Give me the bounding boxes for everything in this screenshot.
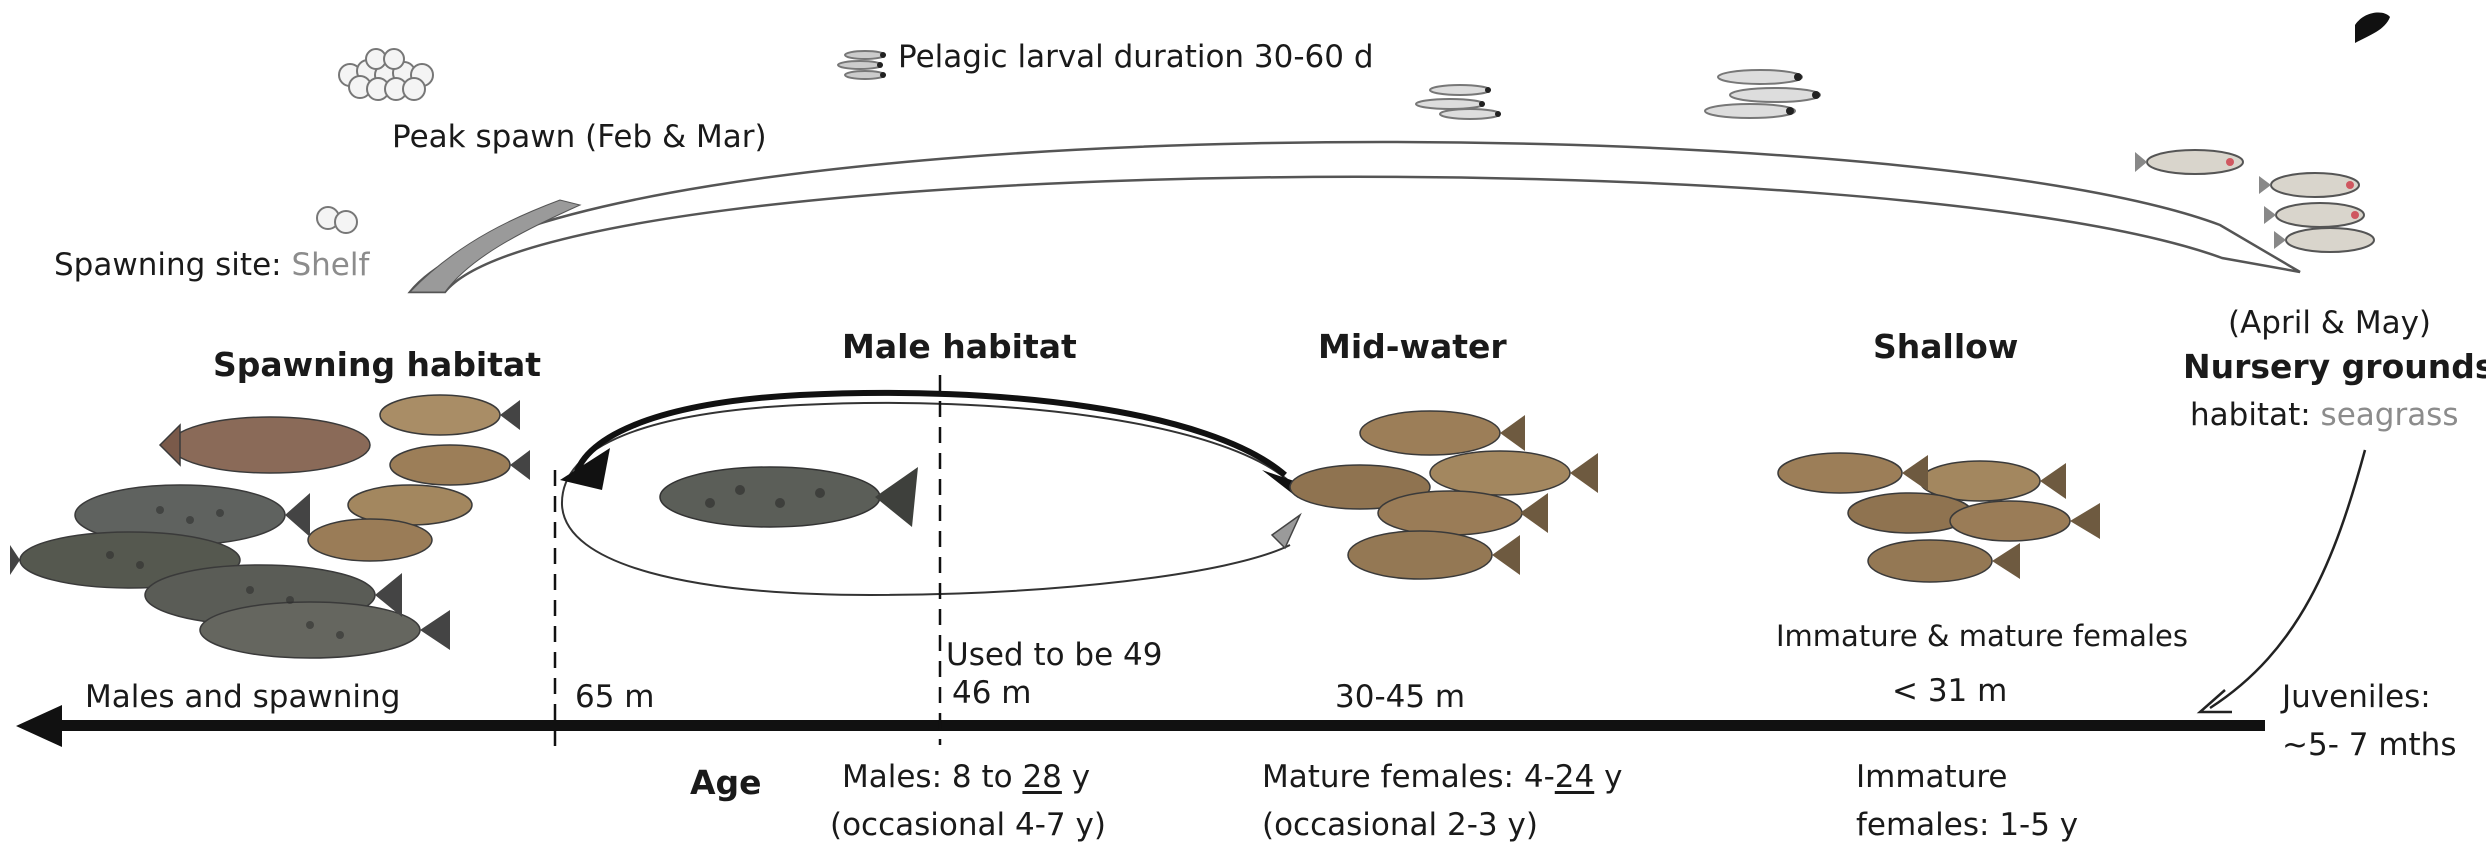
females-occasional-label: (occasional 2-3 y) xyxy=(1262,810,1538,841)
nursery-months-label: (April & May) xyxy=(2228,308,2431,339)
females-age-prefix: Mature females: 4- xyxy=(1262,759,1555,795)
used-to-be-label: Used to be 49 xyxy=(946,640,1162,671)
males-age-unit: y xyxy=(1062,759,1090,795)
shallow-title: Shallow xyxy=(1873,330,2018,363)
males-age-max: 28 xyxy=(1022,759,1061,795)
mature-females-age-label: Mature females: 4-24 y xyxy=(1262,762,1622,793)
nursery-habitat-value: seagrass xyxy=(2321,397,2459,433)
females-age-max: 24 xyxy=(1555,759,1594,795)
juvenile-recruitment-arrow xyxy=(2200,450,2365,712)
larvae-icon xyxy=(815,45,895,85)
age-label: Age xyxy=(690,766,762,799)
immature-age-label: females: 1-5 y xyxy=(1856,810,2078,841)
larva-silhouette-icon xyxy=(2345,5,2395,45)
females-age-unit: y xyxy=(1594,759,1622,795)
females-note-label: Immature & mature females xyxy=(1776,622,2188,651)
spawning-site-label: Spawning site: Shelf xyxy=(54,250,369,281)
males-age-prefix: Males: 8 to xyxy=(842,759,1022,795)
male-habitat-title: Male habitat xyxy=(842,330,1077,363)
mid-water-fish-group xyxy=(1280,405,1620,590)
larval-transport-arrow xyxy=(410,142,2300,292)
pelagic-duration-label: Pelagic larval duration 30-60 d xyxy=(898,42,1374,73)
males-spawning-depth-label: Males and spawning xyxy=(85,682,400,713)
nursery-grounds-title: Nursery grounds xyxy=(2183,350,2486,383)
spawning-site-prefix: Spawning site: xyxy=(54,247,291,283)
depth-30-45m-label: 30-45 m xyxy=(1335,682,1465,713)
spawning-habitat-title: Spawning habitat xyxy=(213,348,541,381)
male-fish xyxy=(650,455,930,540)
nursery-habitat-prefix: habitat: xyxy=(2190,397,2321,433)
males-age-label: Males: 8 to 28 y xyxy=(842,762,1090,793)
nursery-habitat-label: habitat: seagrass xyxy=(2190,400,2459,431)
depth-46m-label: 46 m xyxy=(952,678,1032,709)
egg-cluster-icon xyxy=(330,45,450,105)
immature-label: Immature xyxy=(1856,762,2007,793)
depth-65m-label: 65 m xyxy=(575,682,655,713)
spawning-fish-group xyxy=(10,385,650,685)
juvenile-fish-group xyxy=(2135,140,2395,260)
shallow-fish-group xyxy=(1770,445,2120,605)
larvae-icon xyxy=(1680,65,1850,125)
egg-pair-icon xyxy=(312,200,372,240)
peak-spawn-label: Peak spawn (Feb & Mar) xyxy=(392,122,767,153)
males-occasional-label: (occasional 4-7 y) xyxy=(830,810,1106,841)
juveniles-label: Juveniles: xyxy=(2282,682,2431,713)
mid-water-title: Mid-water xyxy=(1318,330,1507,363)
spawning-site-value: Shelf xyxy=(291,247,369,283)
juveniles-age-label: ~5- 7 mths xyxy=(2282,730,2456,761)
depth-31m-label: < 31 m xyxy=(1892,676,2007,707)
larvae-icon xyxy=(1400,80,1520,125)
